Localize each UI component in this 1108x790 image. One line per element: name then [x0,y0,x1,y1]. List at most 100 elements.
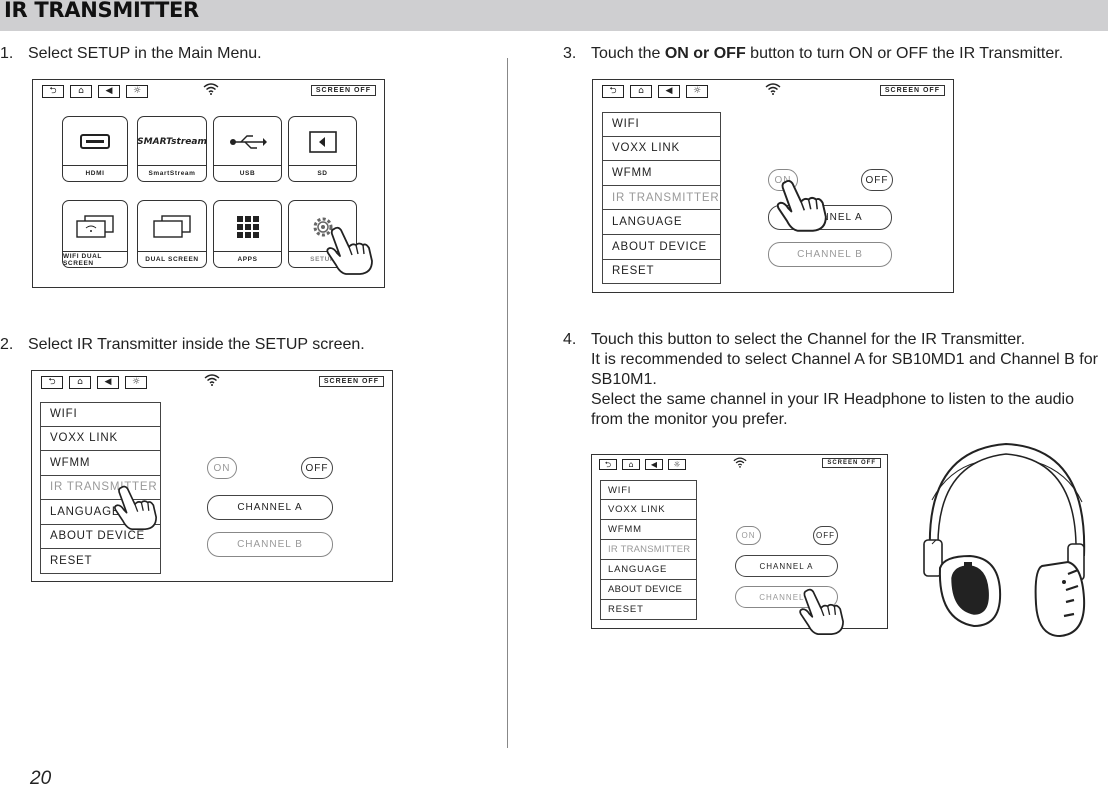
top-bar: ⮌ ⌂ ◀ ☼ [42,85,148,99]
home-icon[interactable]: ⌂ [69,376,91,389]
step-text: Select SETUP in the Main Menu. [28,45,262,62]
channel-b-button[interactable]: CHANNEL B [768,242,892,267]
wifi-icon [203,83,219,98]
setup-menu: WIFI VOXX LINK WFMM IR TRANSMITTER LANGU… [40,402,161,574]
step-number: 4. [563,331,577,348]
menu-item-ir-transmitter[interactable]: IR TRANSMITTER [40,475,161,500]
tile-label: DUAL SCREEN [138,251,206,267]
menu-item-reset[interactable]: RESET [600,600,697,620]
tile-sd[interactable]: SD [288,116,357,182]
screen-off-button[interactable]: SCREEN OFF [310,85,376,96]
home-icon[interactable]: ⌂ [70,85,92,98]
step-line: SB10M1. [591,371,657,388]
step-text-part: Touch the [591,45,665,62]
menu-item-language[interactable]: LANGUAGE [40,500,161,525]
off-button[interactable]: OFF [301,457,333,479]
tile-apps[interactable]: APPS [213,200,282,268]
pointing-hand-icon [799,588,844,635]
brightness-icon[interactable]: ☼ [686,85,708,98]
brightness-icon[interactable]: ☼ [125,376,147,389]
menu-item-reset[interactable]: RESET [40,549,161,574]
menu-item-ir-transmitter[interactable]: IR TRANSMITTER [602,185,721,211]
brightness-icon[interactable]: ☼ [668,459,686,470]
setup-screen-1: ⮌ ⌂ ◀ ☼ SCREEN OFF WIFI VOXX LINK WFMM I… [31,370,393,582]
volume-icon[interactable]: ◀ [98,85,120,98]
channel-a-button[interactable]: CHANNEL A [207,495,333,520]
wifi-dual-screen-icon [63,201,127,252]
home-icon[interactable]: ⌂ [622,459,640,470]
setup-menu: WIFI VOXX LINK WFMM IR TRANSMITTER LANGU… [600,480,697,620]
step-4: 4. Touch this button to select the Chann… [563,330,1108,440]
step-text-part: button to turn ON or OFF the IR Transmit… [745,45,1064,62]
menu-item-voxx-link[interactable]: VOXX LINK [40,426,161,451]
menu-item-wfmm[interactable]: WFMM [600,520,697,540]
step-text: Touch the ON or OFF button to turn ON or… [591,44,1063,64]
volume-icon[interactable]: ◀ [645,459,663,470]
menu-item-wifi[interactable]: WIFI [602,112,721,137]
screen-off-button[interactable]: SCREEN OFF [822,458,881,468]
on-button[interactable]: ON [736,526,761,545]
menu-item-about-device[interactable]: ABOUT DEVICE [40,524,161,549]
tile-wifi-dual-screen[interactable]: WIFI DUAL SCREEN [62,200,128,268]
step-line: Select the same channel in your IR Headp… [591,391,1074,408]
menu-item-wifi[interactable]: WIFI [40,402,161,427]
tile-dual-screen[interactable]: DUAL SCREEN [137,200,207,268]
wifi-icon [765,83,781,98]
menu-item-voxx-link[interactable]: VOXX LINK [602,136,721,162]
wifi-icon [733,457,747,471]
back-icon[interactable]: ⮌ [602,85,624,98]
back-icon[interactable]: ⮌ [599,459,617,470]
step-1: 1. Select SETUP in the Main Menu. [0,44,500,66]
back-icon[interactable]: ⮌ [41,376,63,389]
off-button[interactable]: OFF [813,526,838,545]
section-title: IR TRANSMITTER [4,0,199,22]
menu-item-reset[interactable]: RESET [602,259,721,285]
tile-smartstream[interactable]: SMARTstream SmartStream [137,116,207,182]
step-line: from the monitor you prefer. [591,411,788,428]
tile-setup[interactable]: SETUP [288,200,357,268]
tile-label: APPS [214,251,281,267]
back-icon[interactable]: ⮌ [42,85,64,98]
volume-icon[interactable]: ◀ [97,376,119,389]
on-button[interactable]: ON [207,457,237,479]
channel-a-button[interactable]: CHANNEL A [768,205,892,230]
menu-item-about-device[interactable]: ABOUT DEVICE [602,234,721,260]
menu-item-wfmm[interactable]: WFMM [602,161,721,186]
brightness-icon[interactable]: ☼ [126,85,148,98]
smartstream-logo: SMARTstream [137,136,207,147]
menu-item-wfmm[interactable]: WFMM [40,451,161,476]
channel-b-button[interactable]: CHANNEL B [735,586,838,608]
setup-menu: WIFI VOXX LINK WFMM IR TRANSMITTER LANGU… [602,112,721,285]
tile-label: SmartStream [138,165,206,181]
usb-icon [214,117,281,166]
main-menu-screen: ⮌ ⌂ ◀ ☼ SCREEN OFF HDMI SMARTstream Smar… [32,79,385,288]
menu-item-wifi[interactable]: WIFI [600,480,697,500]
tile-hdmi[interactable]: HDMI [62,116,128,182]
gear-icon [289,201,356,252]
menu-item-about-device[interactable]: ABOUT DEVICE [600,580,697,600]
tile-usb[interactable]: USB [213,116,282,182]
volume-icon[interactable]: ◀ [658,85,680,98]
menu-item-ir-transmitter[interactable]: IR TRANSMITTER [600,540,697,560]
channel-a-button[interactable]: CHANNEL A [735,555,838,577]
home-icon[interactable]: ⌂ [630,85,652,98]
pointing-hand-icon [776,179,827,232]
menu-item-language[interactable]: LANGUAGE [600,560,697,580]
channel-b-button[interactable]: CHANNEL B [207,532,333,557]
wifi-icon [204,374,220,389]
menu-item-voxx-link[interactable]: VOXX LINK [600,500,697,520]
menu-item-language[interactable]: LANGUAGE [602,210,721,235]
hdmi-icon [63,117,127,166]
apps-grid-icon [214,201,281,252]
step-number: 2. [0,336,14,353]
tile-label: WIFI DUAL SCREEN [63,251,127,267]
top-bar: ⮌ ⌂ ◀ ☼ [41,376,147,390]
setup-screen-3: ⮌ ⌂ ◀ ☼ SCREEN OFF WIFI VOXX LINK WFMM I… [591,454,888,629]
pointing-hand-icon [326,226,373,275]
step-text: Touch this button to select the Channel … [591,330,1108,430]
ir-headphone-icon [923,442,1086,638]
top-bar: ⮌ ⌂ ◀ ☼ [602,85,708,99]
screen-off-button[interactable]: SCREEN OFF [318,376,384,387]
off-button[interactable]: OFF [861,169,893,191]
screen-off-button[interactable]: SCREEN OFF [879,85,945,96]
